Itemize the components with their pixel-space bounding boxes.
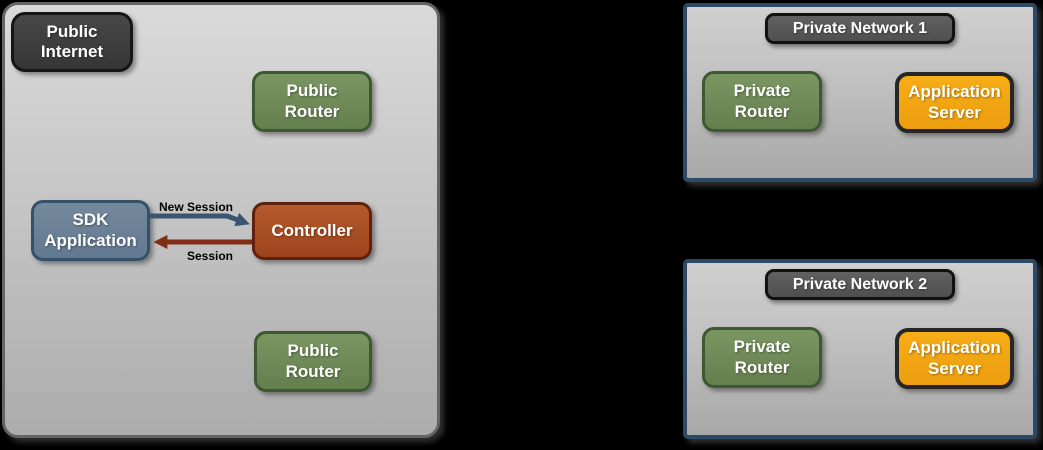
sdk-application-node: SDK Application xyxy=(31,200,150,261)
session-arrow-label: Session xyxy=(186,249,234,263)
controller-node: Controller xyxy=(252,202,372,260)
private-network-2-title: Private Network 2 xyxy=(765,269,955,300)
public-internet-zone: Public Internet Public Router SDK Applic… xyxy=(2,2,440,438)
new-session-arrow-label: New Session xyxy=(158,200,234,214)
private-router-2-node: Private Router xyxy=(702,327,822,388)
public-internet-badge: Public Internet xyxy=(11,12,133,72)
private-network-2-zone: Private Network 2 Private Router Applica… xyxy=(683,259,1037,439)
public-router-bottom-node: Public Router xyxy=(254,331,372,392)
public-router-top-node: Public Router xyxy=(252,71,372,132)
private-router-1-node: Private Router xyxy=(702,71,822,132)
private-network-1-title: Private Network 1 xyxy=(765,13,955,44)
application-server-1-node: Application Server xyxy=(895,72,1014,133)
new-session-arrow xyxy=(150,212,250,227)
private-network-1-zone: Private Network 1 Private Router Applica… xyxy=(683,3,1037,182)
application-server-2-node: Application Server xyxy=(895,328,1014,389)
